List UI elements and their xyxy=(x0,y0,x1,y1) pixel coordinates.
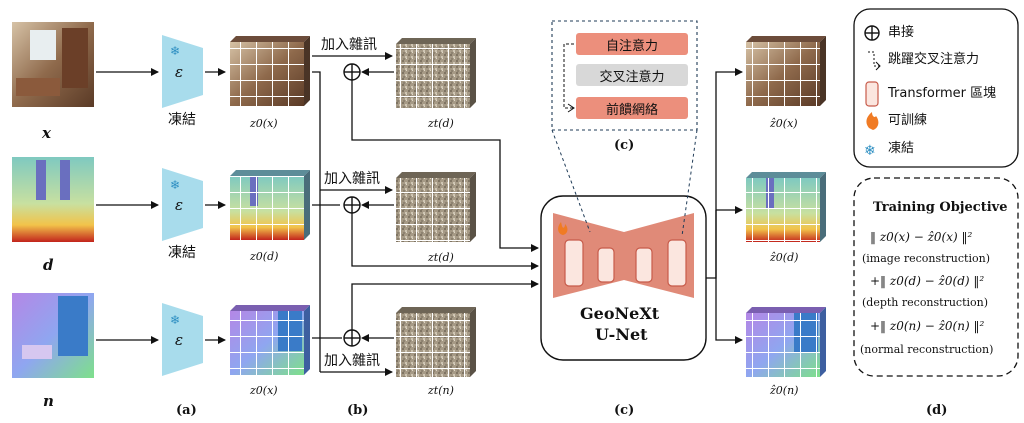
add-noise-label-bottom: 加入雜訊 xyxy=(324,353,380,369)
encoder-d: ❄ xyxy=(162,168,203,241)
latent-zt-d-top xyxy=(396,38,476,108)
encoder-symbol-x: ε xyxy=(175,63,184,81)
add-noise-label-mid: 加入雜訊 xyxy=(324,171,380,187)
svg-text:❄: ❄ xyxy=(170,178,180,192)
panel-label-d: (d) xyxy=(926,403,948,418)
legend-box xyxy=(853,8,1019,168)
arrow-concat-unet-bottom xyxy=(351,280,539,330)
connector-vertical-left xyxy=(312,71,321,372)
legend-trainable-label: 可訓練 xyxy=(888,113,928,128)
unet-title-line1: GeoNeXt xyxy=(580,304,660,323)
concat-icon xyxy=(864,25,880,41)
add-noise-label-top: 加入雜訊 xyxy=(321,37,377,53)
encoder-x: ❄ xyxy=(162,35,203,108)
input-image-n xyxy=(12,293,94,378)
unet-body xyxy=(553,213,694,298)
objective-formula-2: +‖ z0(d) − ẑ0(d) ‖² xyxy=(870,274,985,288)
input-label-d: d xyxy=(43,256,54,274)
block-cross-attention: 交叉注意力 xyxy=(576,64,688,86)
latent-label-z0-d: z0(d) xyxy=(250,250,279,263)
frozen-label-x: 凍結 xyxy=(168,112,196,128)
input-image-d xyxy=(12,157,94,242)
skip-connection-line xyxy=(563,43,574,109)
output-d-hat xyxy=(746,172,826,242)
svg-text:❄: ❄ xyxy=(170,313,180,327)
training-objective-box xyxy=(853,177,1019,377)
latent-label-z0-n: z0(x) xyxy=(250,384,278,397)
objective-note-1: (image reconstruction) xyxy=(862,252,990,265)
encoder-symbol-d: ε xyxy=(175,196,184,214)
output-label-d-hat: ẑ0(d) xyxy=(770,251,799,264)
zoom-line-left xyxy=(551,129,591,233)
latent-zt-n xyxy=(396,307,476,377)
svg-text:❄: ❄ xyxy=(170,44,180,58)
legend-skip-label: 跳躍交叉注意力 xyxy=(888,52,980,67)
legend-transformer-label: Transformer 區塊 xyxy=(888,86,997,101)
frozen-label-d: 凍結 xyxy=(168,245,196,261)
arrow-unet-out-n xyxy=(715,210,743,344)
panel-label-a: (a) xyxy=(176,403,197,418)
concat-circle-top xyxy=(343,63,361,81)
legend-concat-label: 串接 xyxy=(888,25,915,40)
output-label-n-hat: ẑ0(n) xyxy=(770,384,799,397)
latent-z0-d xyxy=(230,170,310,240)
block-self-attention: 自注意力 xyxy=(576,33,688,55)
latent-label-zt-n: zt(n) xyxy=(428,384,454,397)
legend-frozen-label: 凍結 xyxy=(888,141,915,156)
concat-circle-mid xyxy=(343,196,361,214)
input-label-x: x xyxy=(42,124,51,142)
panel-label-c-bottom: (c) xyxy=(614,403,635,418)
objective-formula-1: ‖ z0(x) − ẑ0(x) ‖² xyxy=(870,230,973,244)
unet-title-line2: U-Net xyxy=(595,325,648,344)
output-x-hat xyxy=(746,36,826,106)
flame-icon xyxy=(866,112,879,130)
latent-zt-d-mid xyxy=(396,172,476,242)
transformer-block-icon xyxy=(865,81,879,107)
input-label-n: n xyxy=(43,392,54,410)
objective-formula-3: +‖ z0(n) − ẑ0(n) ‖² xyxy=(870,319,985,333)
panel-label-b: (b) xyxy=(347,403,369,418)
block-feed-forward: 前饋網絡 xyxy=(576,97,688,119)
output-label-x-hat: ẑ0(x) xyxy=(770,117,798,130)
skip-cross-attention-icon xyxy=(868,51,881,71)
arrow-concat-unet-top xyxy=(351,80,539,252)
latent-z0-n xyxy=(230,305,310,375)
latent-label-z0-x: z0(x) xyxy=(250,117,278,130)
output-n-hat xyxy=(746,307,826,377)
latent-label-zt-top: zt(d) xyxy=(428,117,454,130)
skip-arrow-head xyxy=(567,103,575,113)
concat-circle-bottom xyxy=(343,329,361,347)
latent-z0-x xyxy=(230,36,310,106)
panel-label-c-top: (c) xyxy=(614,138,635,153)
encoder-symbol-n: ε xyxy=(175,331,184,349)
latent-label-zt-mid: zt(d) xyxy=(428,251,454,264)
input-image-x xyxy=(12,22,94,107)
objective-title: Training Objective xyxy=(873,200,1008,215)
arrow-unet-out-x xyxy=(706,68,743,279)
block-detail-frame xyxy=(551,20,698,131)
arrow-concat-unet-mid xyxy=(351,213,539,270)
encoder-n: ❄ xyxy=(162,303,203,376)
snowflake-icon: ❄ xyxy=(864,143,876,159)
objective-note-2: (depth reconstruction) xyxy=(862,296,989,309)
objective-note-3: (normal reconstruction) xyxy=(860,343,994,356)
